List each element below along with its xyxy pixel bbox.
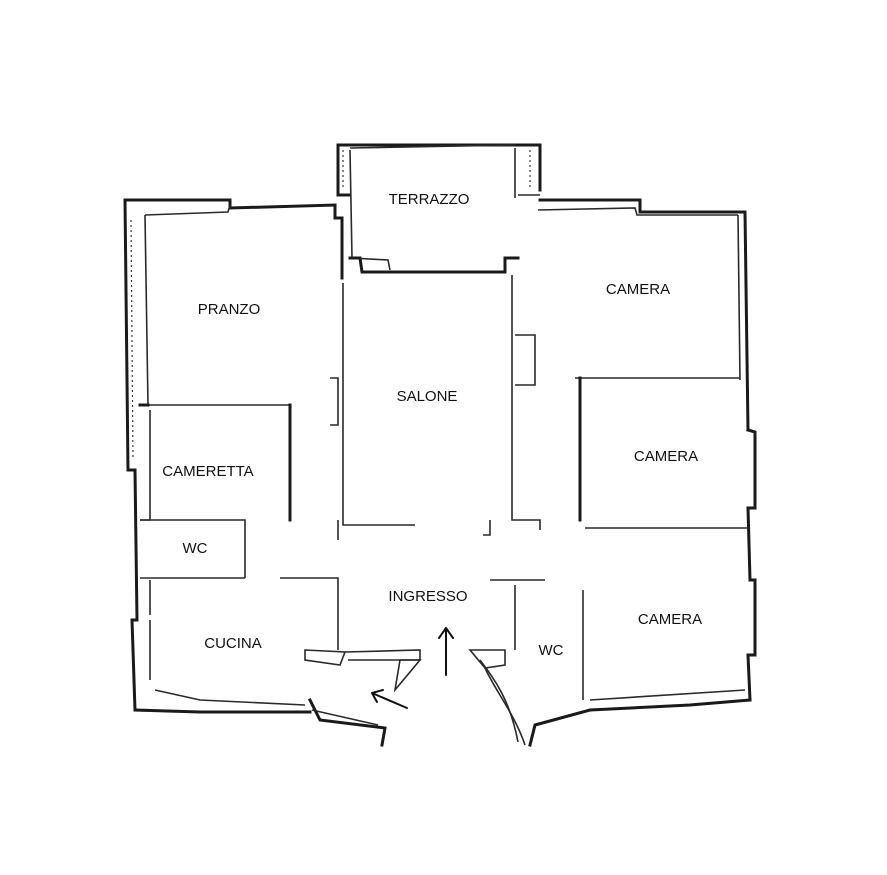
room-label-wc-left: WC: [183, 540, 208, 557]
room-label-cameretta: CAMERETTA: [162, 463, 253, 480]
entrance-arrows: [371, 627, 454, 709]
room-label-camera-top: CAMERA: [606, 281, 670, 298]
entrance-walls: [304, 649, 526, 746]
interior-walls-right: [483, 275, 748, 700]
outer-walls-right: [528, 198, 757, 747]
terrazzo-walls: [336, 143, 542, 274]
interior-walls-left: [138, 283, 415, 680]
arrow-up-icon: [438, 627, 454, 676]
room-label-ingresso: INGRESSO: [388, 588, 467, 605]
room-labels: TERRAZZO PRANZO SALONE CAMERA CAMERA CAM…: [162, 191, 702, 659]
arrow-diagonal-icon: [371, 689, 408, 709]
room-label-terrazzo: TERRAZZO: [389, 191, 470, 208]
room-label-camera-bottom: CAMERA: [638, 611, 702, 628]
room-label-wc-right: WC: [539, 642, 564, 659]
room-label-pranzo: PRANZO: [198, 301, 261, 318]
room-label-salone: SALONE: [397, 388, 458, 405]
room-label-cucina: CUCINA: [204, 635, 262, 652]
room-label-camera-middle: CAMERA: [634, 448, 698, 465]
outer-walls-left: [123, 198, 387, 747]
